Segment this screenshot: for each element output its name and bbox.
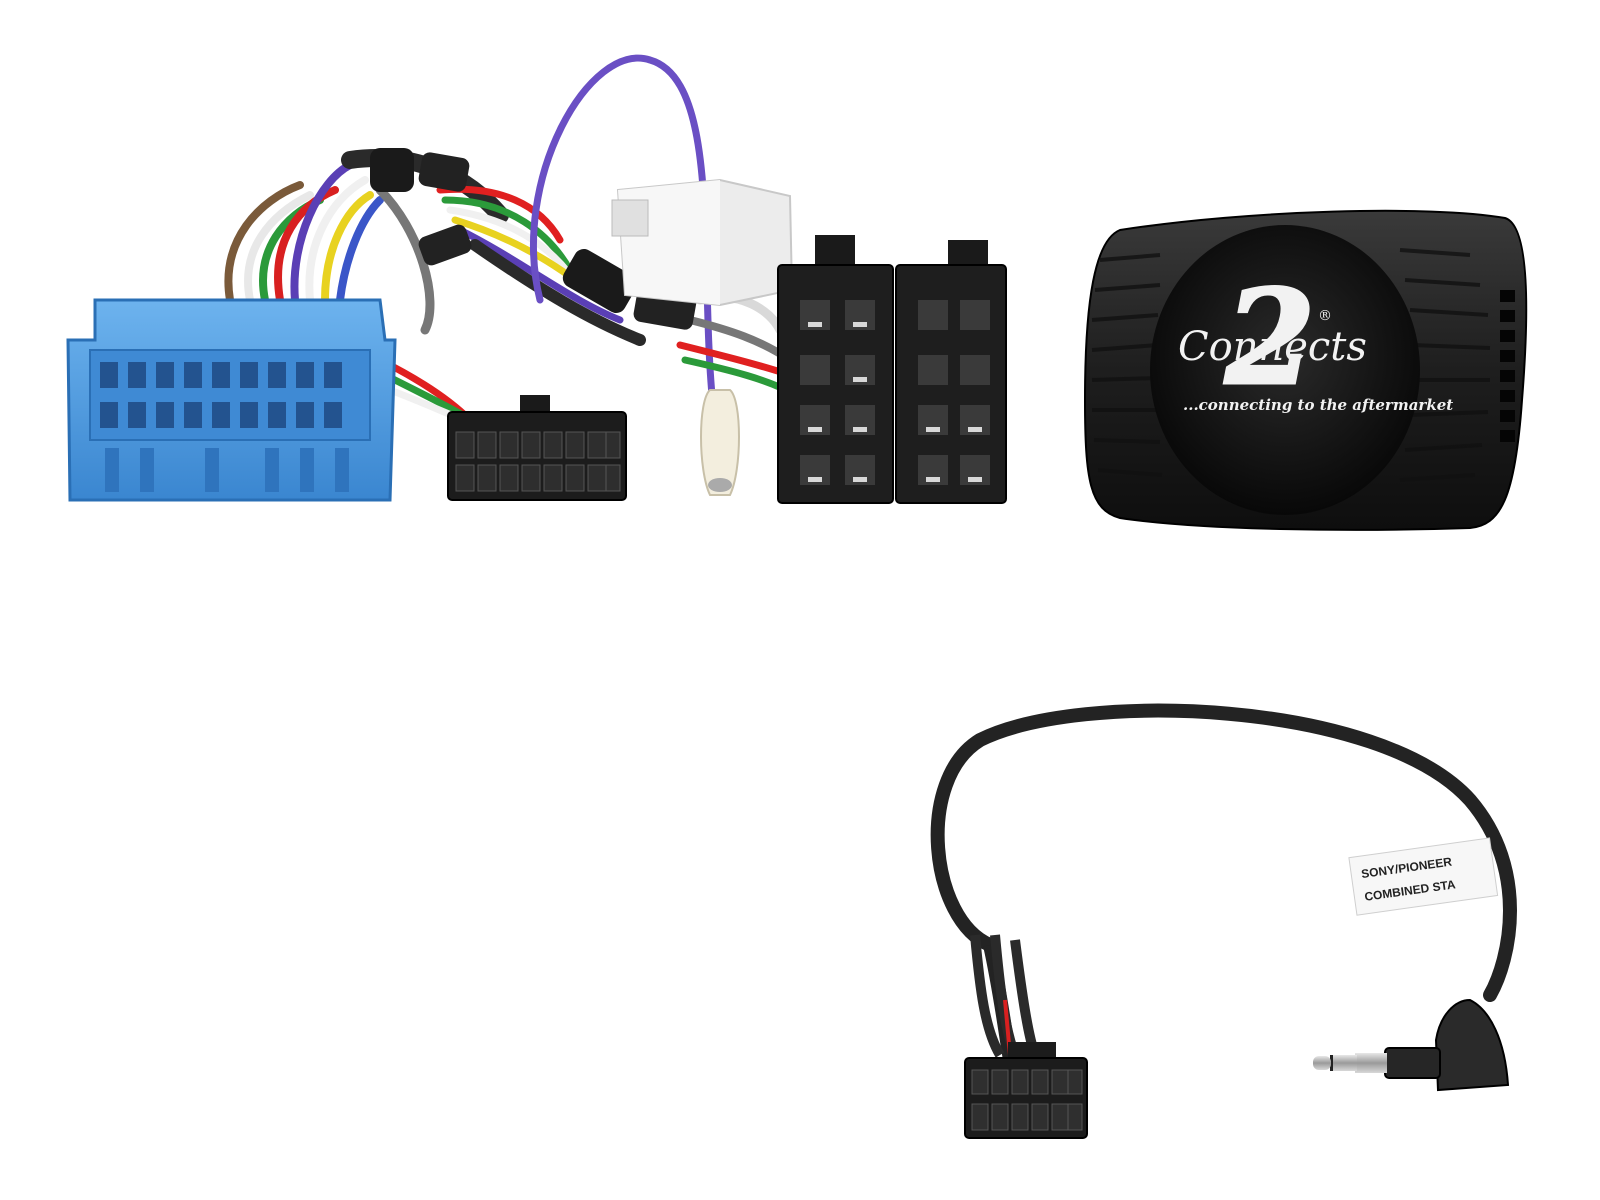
brand-logo: 2 Connects ® ...connecting to the afterm… — [1178, 260, 1453, 416]
antenna-adapter — [611, 178, 794, 307]
vehicle-harness-connector — [66, 298, 397, 502]
brand-logo-wordmark: Connects — [1178, 324, 1367, 370]
patch-lead-tag: SONY/PIONEER COMBINED STA — [1348, 837, 1499, 916]
jack-plug-3-5mm — [1313, 998, 1510, 1092]
patch-lead-connector — [964, 934, 1088, 1139]
radio-iso-connector-16pin — [447, 395, 627, 501]
interface-module — [1083, 209, 1528, 531]
spade-terminal — [700, 389, 740, 496]
iso-power-connector — [777, 235, 894, 504]
brand-tagline: ...connecting to the aftermarket — [1183, 396, 1453, 414]
brand-registered-mark: ® — [1318, 308, 1332, 324]
brand-logo-numeral: 2 — [1224, 261, 1315, 414]
iso-speaker-connector — [895, 240, 1007, 504]
